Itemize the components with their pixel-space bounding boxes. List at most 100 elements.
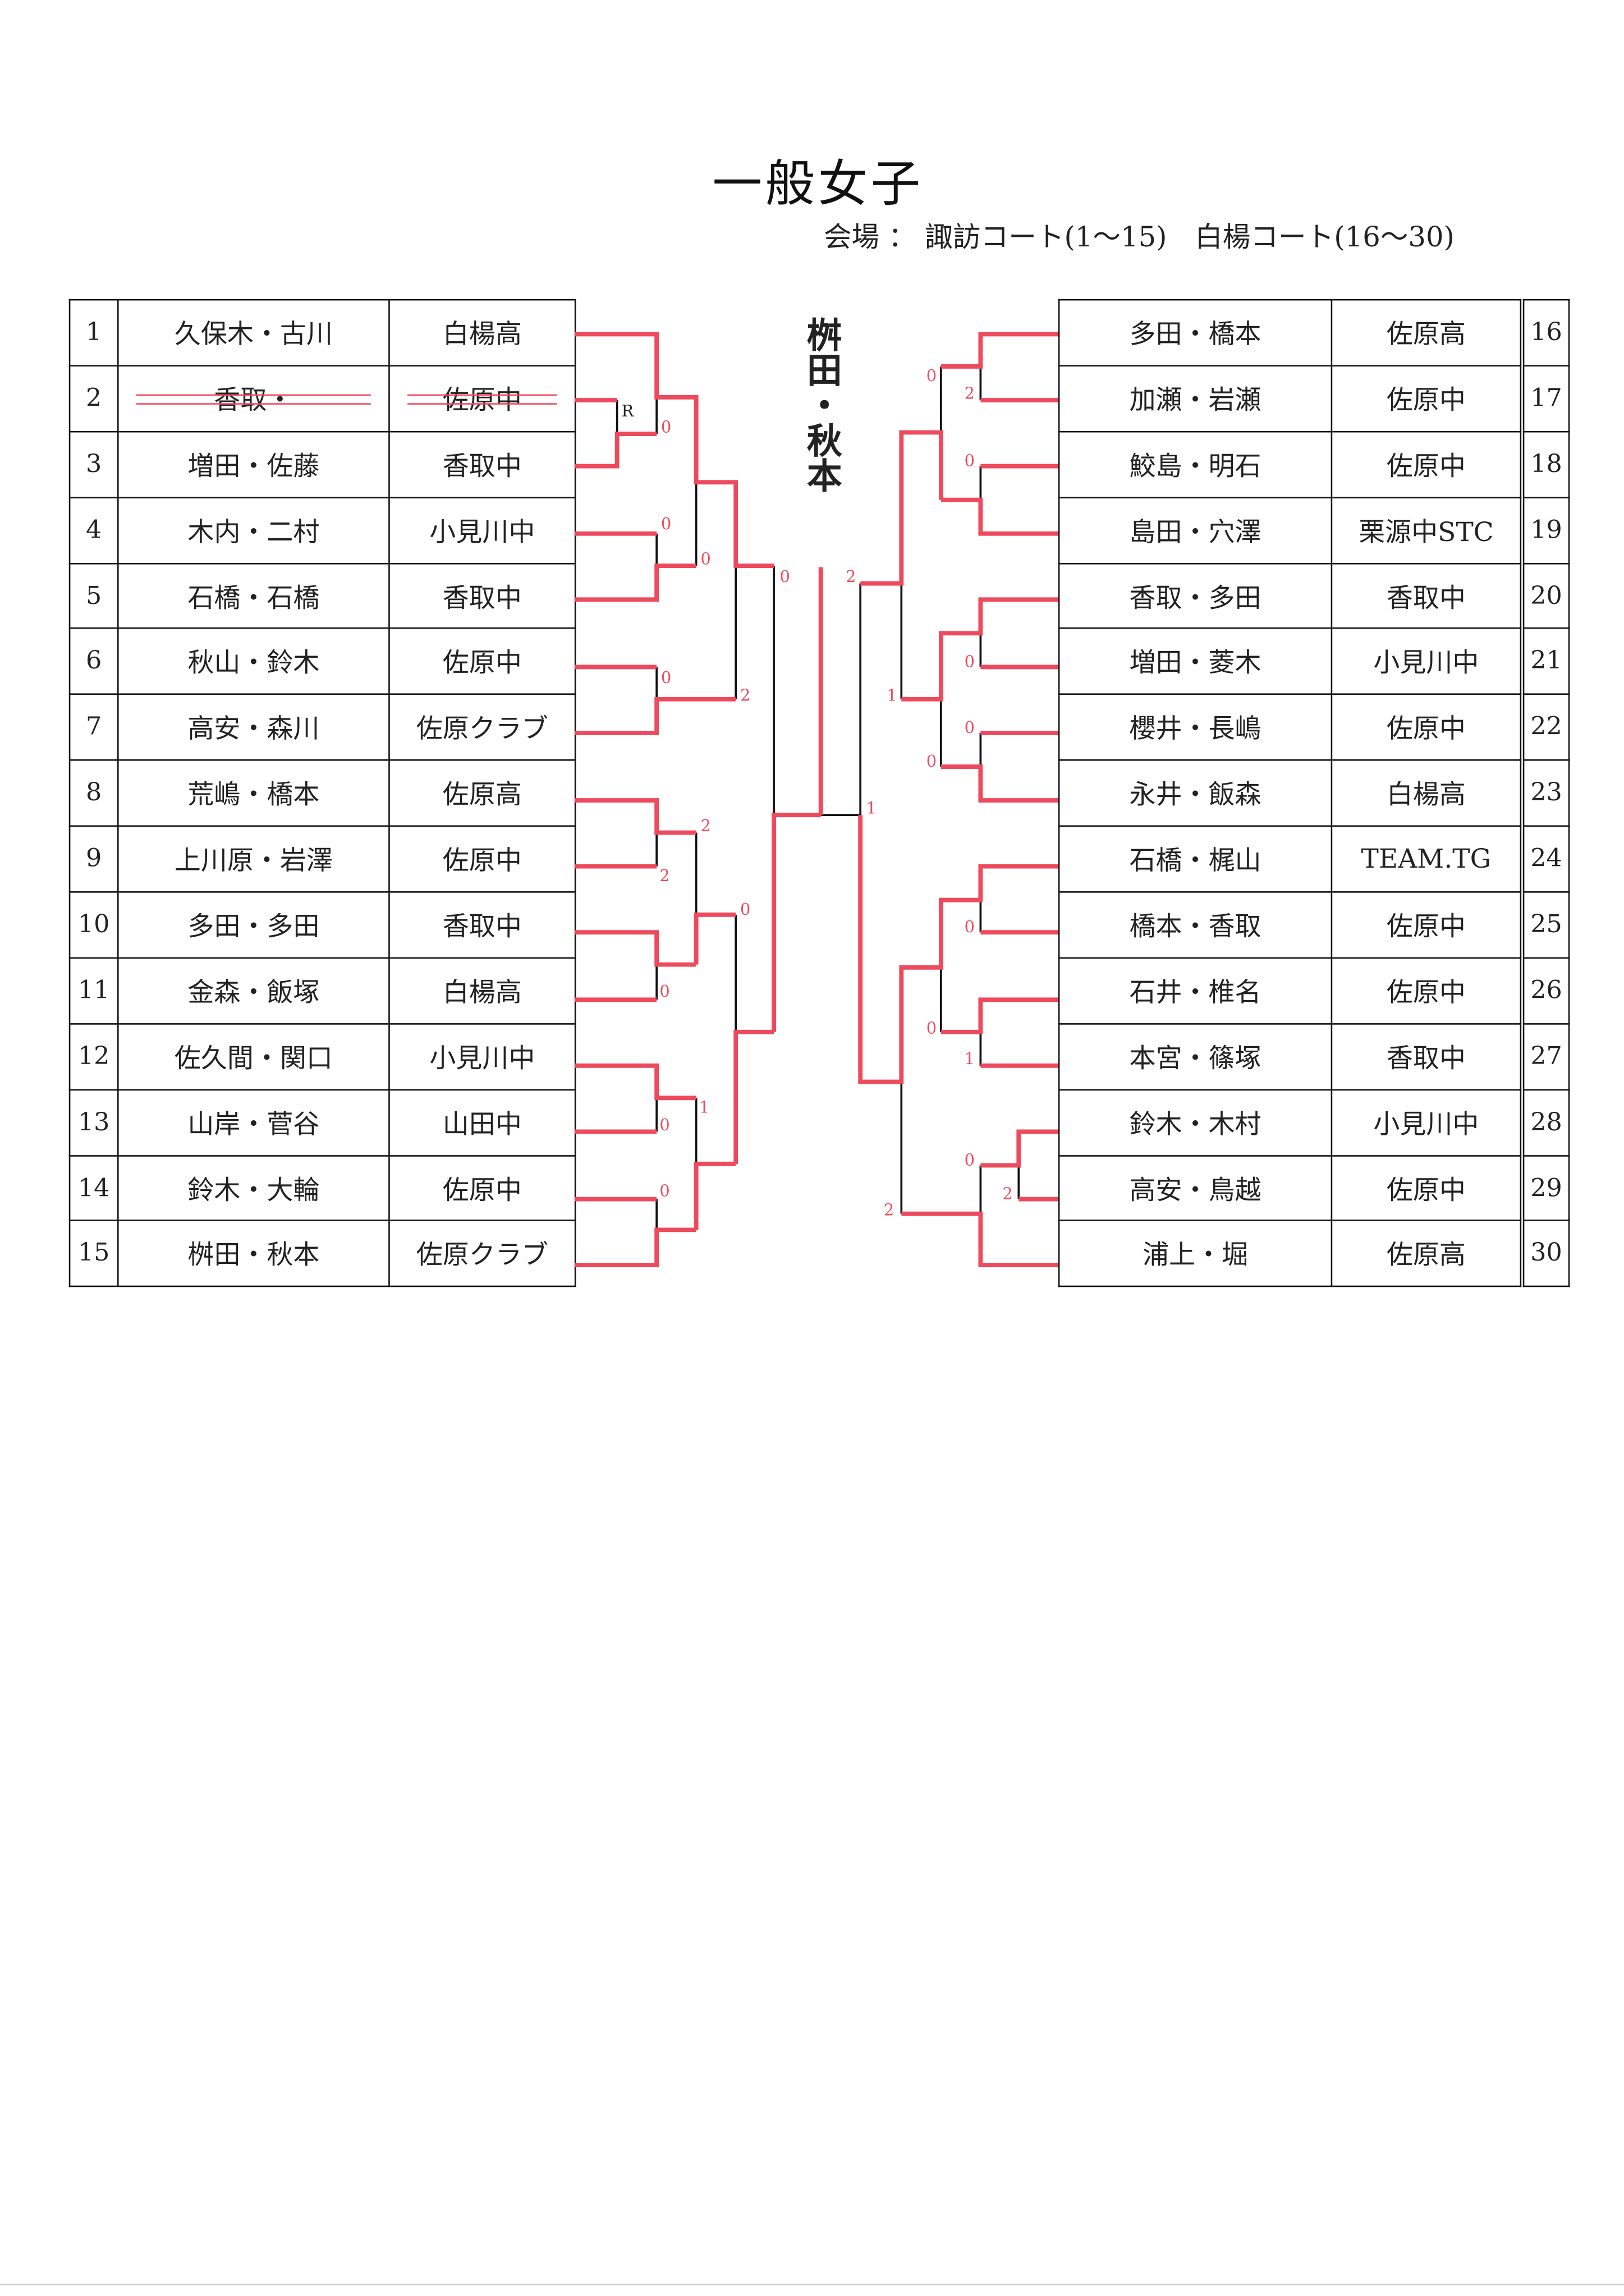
entry-row: 増田・菱木小見川中 <box>1058 628 1522 695</box>
entry-number-row: 26 <box>1522 957 1570 1025</box>
team-name: 佐原高 <box>388 759 576 827</box>
entry-row: 石井・椎名佐原中 <box>1058 957 1522 1025</box>
score-label: 2 <box>884 1200 894 1219</box>
entry-number-row: 22 <box>1522 694 1570 762</box>
team-name: 佐原中 <box>1331 694 1522 762</box>
winner-path-line <box>574 1227 696 1267</box>
entry-number-row: 19 <box>1522 496 1570 564</box>
entry-number-row: 27 <box>1522 1023 1570 1090</box>
team-name: 香取中 <box>388 891 576 959</box>
team-name: 佐原中 <box>388 825 576 893</box>
entry-row: 鮫島・明石佐原中 <box>1058 430 1522 498</box>
winner-path-line <box>574 1063 696 1101</box>
team-name: 白楊高 <box>1331 759 1522 827</box>
entry-number: 13 <box>68 1088 119 1156</box>
entry-row: 多田・橋本佐原高 <box>1058 299 1522 366</box>
score-label: 2 <box>659 866 669 885</box>
winner-path-line <box>941 997 1058 1034</box>
entry-row: 橋本・香取佐原中 <box>1058 891 1522 959</box>
score-label: 0 <box>661 418 671 437</box>
player-names: 秋山・鈴木 <box>117 628 390 695</box>
team-name: 白楊高 <box>388 957 576 1025</box>
entry-number: 26 <box>1522 957 1570 1025</box>
winner-path-line <box>733 1029 774 1164</box>
player-names: 香取・ <box>117 365 390 432</box>
team-name: 栗源中STC <box>1331 496 1522 564</box>
winner-path-line <box>941 497 1058 536</box>
entry-number: 17 <box>1522 365 1570 432</box>
team-name: 佐原中 <box>1331 430 1522 498</box>
entry-row: 浦上・堀佐原高 <box>1058 1220 1522 1288</box>
team-name: 佐原中 <box>1331 365 1522 432</box>
player-names: 金森・飯塚 <box>117 957 390 1025</box>
entry-number-row: 21 <box>1522 628 1570 695</box>
team-name: 佐原中 <box>1331 1154 1522 1222</box>
score-label: 0 <box>659 1181 669 1200</box>
entry-number-row: 25 <box>1522 891 1570 959</box>
team-name: 小見川中 <box>388 496 576 564</box>
entry-row: 永井・飯森白楊高 <box>1058 759 1522 827</box>
entry-number-row: 23 <box>1522 759 1570 827</box>
entry-number: 4 <box>68 496 119 564</box>
score-label: 0 <box>926 1018 937 1037</box>
score-label: 0 <box>659 982 669 1001</box>
player-names: 増田・菱木 <box>1058 628 1333 695</box>
score-label: 2 <box>740 685 750 704</box>
entry-number: 22 <box>1522 694 1570 762</box>
entry-number-row: 17 <box>1522 365 1570 432</box>
score-label: 2 <box>965 383 975 402</box>
entry-number: 19 <box>1522 496 1570 564</box>
score-label: 0 <box>780 567 790 586</box>
player-names: 浦上・堀 <box>1058 1220 1333 1288</box>
entry-number: 11 <box>68 957 119 1025</box>
entry-number: 28 <box>1522 1088 1570 1156</box>
entry-number: 5 <box>68 562 119 630</box>
winner-path-line <box>574 332 774 569</box>
winner-path-line <box>941 764 1058 803</box>
score-label: 1 <box>699 1097 709 1116</box>
entry-number: 18 <box>1522 430 1570 498</box>
entry-row: 島田・穴澤栗源中STC <box>1058 496 1522 564</box>
player-names: 山岸・菅谷 <box>117 1088 390 1156</box>
entry-number: 7 <box>68 694 119 762</box>
entry-row: 香取・多田香取中 <box>1058 562 1522 630</box>
winner-path-line <box>574 563 696 602</box>
winner-path-line <box>858 815 1058 1084</box>
score-label: 0 <box>965 917 975 936</box>
entry-number: 14 <box>68 1154 119 1222</box>
player-names: 石井・椎名 <box>1058 957 1333 1025</box>
entry-number: 16 <box>1522 299 1570 366</box>
entry-number: 1 <box>68 299 119 366</box>
score-label: 2 <box>700 816 710 835</box>
player-names: 高安・森川 <box>117 694 390 762</box>
team-name: 香取中 <box>388 562 576 630</box>
entry-row: 加瀬・岩瀬佐原中 <box>1058 365 1522 432</box>
player-names: 島田・穴澤 <box>1058 496 1333 564</box>
champion-label: 桝田・秋本 <box>800 317 842 493</box>
winner-path-line <box>860 430 943 586</box>
entry-number-row: 28 <box>1522 1088 1570 1156</box>
score-label: 2 <box>1003 1184 1013 1203</box>
player-names: 石橋・石橋 <box>117 562 390 630</box>
entry-number: 20 <box>1522 562 1570 630</box>
entry-number-row: 16 <box>1522 299 1570 366</box>
score-label: 0 <box>661 514 671 533</box>
team-name: 小見川中 <box>1331 1088 1522 1156</box>
team-name: 小見川中 <box>388 1023 576 1090</box>
team-name: 佐原中 <box>1331 957 1522 1025</box>
score-label: 0 <box>740 900 750 919</box>
team-name: 香取中 <box>388 430 576 498</box>
player-names: 多田・多田 <box>117 891 390 959</box>
team-name: 佐原高 <box>1331 299 1522 366</box>
entry-number: 2 <box>68 365 119 432</box>
